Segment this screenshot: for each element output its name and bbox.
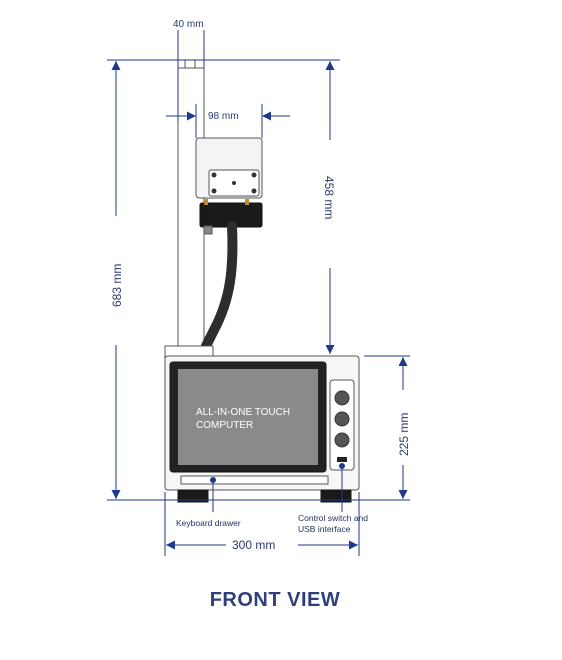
view-title: FRONT VIEW	[210, 589, 341, 611]
left-foot	[177, 489, 209, 503]
control-switch-label-line2: USB interface	[298, 524, 351, 534]
keyboard-drawer-label: Keyboard drawer	[176, 518, 241, 528]
emergency-button-icon	[334, 432, 350, 448]
keyboard-drawer	[180, 475, 329, 485]
power-button-icon	[334, 390, 350, 406]
switch-button-icon	[334, 411, 350, 427]
head-height-label: 458 mm	[322, 176, 336, 219]
pillar-cap	[184, 59, 196, 69]
keyboard-callout-dot	[210, 477, 216, 483]
base-width-label: 300 mm	[232, 538, 275, 552]
monitor-screen	[178, 369, 318, 465]
head-width-label: 98 mm	[208, 111, 239, 122]
machine-drawing	[164, 59, 360, 503]
fiber-cable	[201, 221, 238, 351]
usb-port-icon	[337, 457, 347, 462]
screen-label-line1: ALL-IN-ONE TOUCH	[196, 407, 290, 418]
pillar-width-label: 40 mm	[173, 19, 204, 30]
dimension-lines	[107, 30, 410, 556]
total-height-label: 683 mm	[110, 264, 124, 307]
right-foot	[320, 489, 352, 503]
screen-label-line2: COMPUTER	[196, 420, 253, 431]
control-switch-label-line1: Control switch and	[298, 513, 368, 523]
base-height-label: 225 mm	[397, 413, 411, 456]
control-callout-dot	[339, 463, 345, 469]
